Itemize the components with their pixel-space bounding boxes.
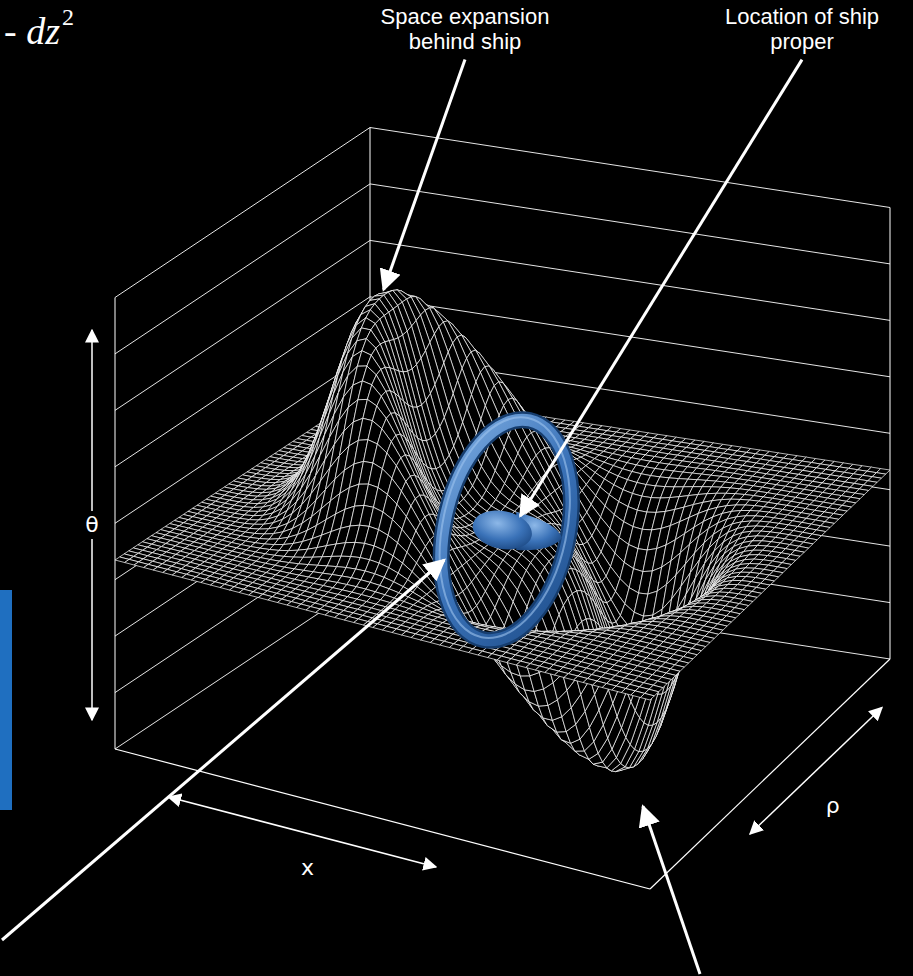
wall-grid-line xyxy=(115,523,370,693)
wall-grid-line xyxy=(115,466,370,636)
frame-edge xyxy=(115,298,116,750)
wall-grid-line xyxy=(370,240,890,320)
wall-grid-line xyxy=(115,410,370,580)
wall-grid-line xyxy=(115,297,370,467)
frame-edge xyxy=(115,749,650,889)
frame-edge xyxy=(650,659,890,889)
wall-grid-line xyxy=(115,579,370,749)
wall-grid-line xyxy=(370,128,890,208)
wall-grid-line xyxy=(115,240,370,410)
wall-grid-line xyxy=(115,128,370,298)
wall-grid-line xyxy=(115,184,370,354)
frame-edge xyxy=(890,208,891,660)
wall-grid-line xyxy=(115,353,370,523)
side-bar xyxy=(0,590,12,810)
